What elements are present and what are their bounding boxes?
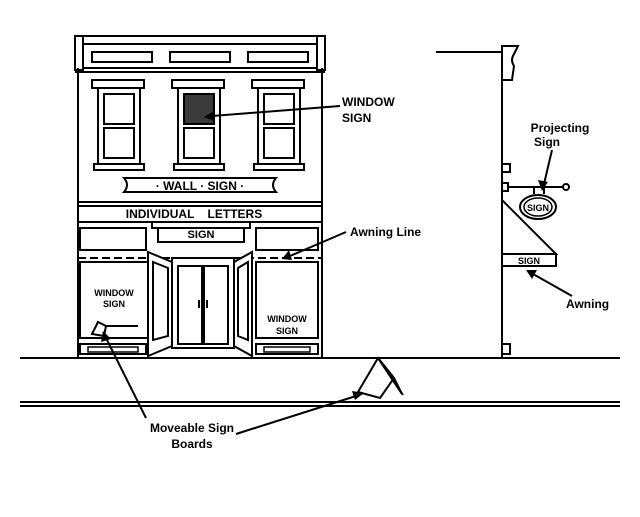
window-sign-panel <box>183 93 215 125</box>
front-door <box>171 257 235 349</box>
wall-sign-text: · WALL · SIGN · <box>156 179 244 193</box>
projecting-sign-text: SIGN <box>527 203 549 213</box>
window-sign-label-line2: SIGN <box>342 111 371 125</box>
side-building: SIGN SIGN <box>436 45 570 358</box>
upper-window-center <box>171 79 225 171</box>
projecting-sign-label-line1: Projecting <box>531 121 590 135</box>
building: · WALL · SIGN · INDIVIDUAL LETTERS SIGN … <box>74 35 326 358</box>
awning-label: Awning <box>566 297 609 311</box>
door-sign-text: SIGN <box>188 229 215 241</box>
wall-sign: · WALL · SIGN · <box>121 177 279 193</box>
window-sign-label-line1: WINDOW <box>342 95 395 109</box>
right-display-window <box>255 261 319 339</box>
moveable-sign-label-line1: Moveable Sign <box>150 421 234 435</box>
right-window-sign-line2: SIGN <box>276 326 298 336</box>
left-window-sign-line2: SIGN <box>103 299 125 309</box>
awning-text: SIGN <box>518 256 540 266</box>
left-window-sign-line1: WINDOW <box>94 288 134 298</box>
upper-window-left <box>91 79 145 171</box>
moveable-sign-board-small <box>90 320 108 338</box>
callout-arrows <box>101 105 573 435</box>
upper-window-right <box>251 79 305 171</box>
sidewalk <box>20 357 620 407</box>
awning-line-label: Awning Line <box>350 225 421 239</box>
moveable-sign-board-sidewalk <box>356 356 404 400</box>
moveable-sign-label-line2: Boards <box>171 437 213 451</box>
projecting-sign-label-line2: Sign <box>534 135 560 149</box>
right-window-sign-line1: WINDOW <box>267 314 307 324</box>
individual-letters-text: INDIVIDUAL LETTERS <box>126 207 262 221</box>
